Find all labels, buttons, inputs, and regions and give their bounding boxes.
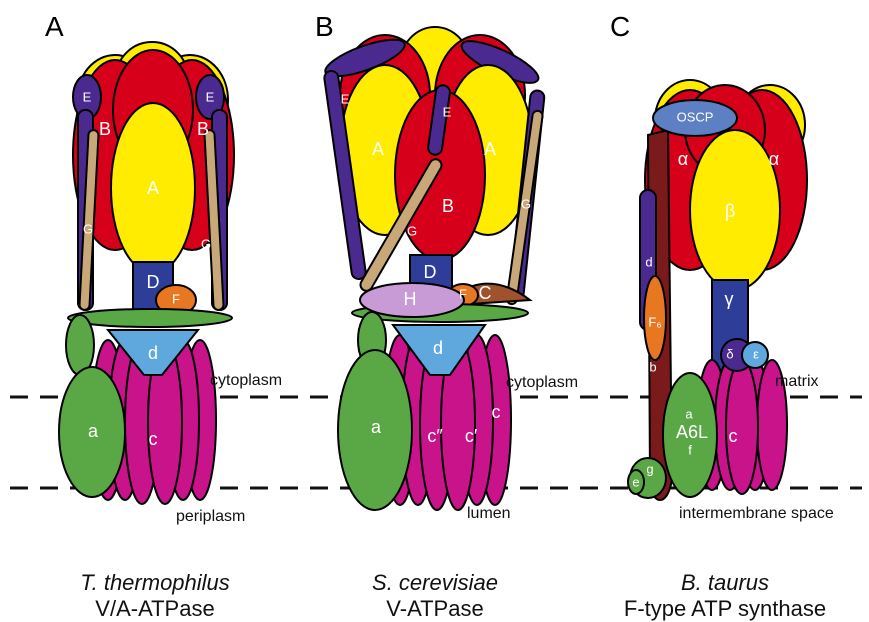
label-g-left-b: G xyxy=(407,223,417,238)
compartment-upper-a: cytoplasm xyxy=(210,372,282,389)
label-g-right: G xyxy=(201,236,211,251)
compartment-lower-c: intermembrane space xyxy=(679,505,834,522)
label-epsilon: ε xyxy=(753,346,759,361)
label-c-double-b: c″ xyxy=(427,426,443,446)
label-g-left: G xyxy=(83,221,93,236)
label-d-upper: D xyxy=(147,272,160,292)
caption-species-a: T. thermophilus xyxy=(40,570,270,596)
label-b-b: B xyxy=(442,196,454,216)
label-a-c: a xyxy=(685,406,693,421)
label-e: e xyxy=(632,474,639,489)
label-gamma: γ xyxy=(725,289,734,309)
label-a-left-b: A xyxy=(372,139,384,159)
compartment-lower-b: lumen xyxy=(467,505,511,522)
subunit-collar xyxy=(68,309,232,327)
panel-letter-c: C xyxy=(610,11,630,42)
caption-species-c: B. taurus xyxy=(590,570,860,596)
label-c-b: c xyxy=(492,402,501,422)
label-alpha-right: α xyxy=(769,149,779,169)
label-e-left: E xyxy=(83,89,92,104)
label-a-stator-b: a xyxy=(371,417,382,437)
label-alpha-left: α xyxy=(678,149,688,169)
label-f-b: F xyxy=(459,286,467,301)
label-e-mid-b: E xyxy=(443,104,452,119)
panel-c: C OSCP xyxy=(610,11,834,522)
compartment-upper-b: cytoplasm xyxy=(506,374,578,391)
compartment-upper-c: matrix xyxy=(775,373,819,390)
label-f-c: f xyxy=(688,442,692,457)
label-d-lower: d xyxy=(148,343,158,363)
panel-a: A xyxy=(45,11,282,525)
label-c-prime-b: c′ xyxy=(465,426,478,446)
caption-enzyme-c: F-type ATP synthase xyxy=(590,596,860,622)
caption-panel-c: B. taurus F-type ATP synthase xyxy=(590,570,860,622)
caption-panel-b: S. cerevisiae V-ATPase xyxy=(320,570,550,622)
label-b-left: B xyxy=(99,119,111,139)
label-e-left-b: E xyxy=(341,91,350,106)
label-a-stator: a xyxy=(88,421,99,441)
compartment-lower-a: periplasm xyxy=(176,508,245,525)
caption-enzyme-b: V-ATPase xyxy=(320,596,550,622)
label-e-right: E xyxy=(206,89,215,104)
subunit-a-stator-top xyxy=(66,315,94,375)
label-b-right: B xyxy=(197,119,209,139)
panel-b: B xyxy=(315,11,578,522)
panel-letter-a: A xyxy=(45,11,64,42)
label-g: g xyxy=(646,461,653,476)
label-f: F xyxy=(172,291,180,306)
label-c: c xyxy=(149,429,158,449)
label-delta: δ xyxy=(726,346,733,361)
label-a6l: A6L xyxy=(676,422,708,442)
label-c-c: c xyxy=(729,426,738,446)
label-oscp: OSCP xyxy=(677,109,714,124)
label-h-b: H xyxy=(404,289,417,309)
label-d-lower-b: d xyxy=(433,338,443,358)
caption-enzyme-a: V/A-ATPase xyxy=(40,596,270,622)
label-d-peripheral: d xyxy=(645,254,652,269)
caption-species-b: S. cerevisiae xyxy=(320,570,550,596)
panel-letter-b: B xyxy=(315,11,334,42)
label-a: A xyxy=(147,178,159,198)
label-c-large-b: C xyxy=(479,283,492,303)
label-b-stalk: b xyxy=(649,359,656,374)
caption-panel-a: T. thermophilus V/A-ATPase xyxy=(40,570,270,622)
label-g-right-b: G xyxy=(521,196,531,211)
label-f6: F₆ xyxy=(648,314,661,329)
label-a-right-b: A xyxy=(484,139,496,159)
label-d-upper-b: D xyxy=(424,262,437,282)
label-beta: β xyxy=(725,201,735,221)
